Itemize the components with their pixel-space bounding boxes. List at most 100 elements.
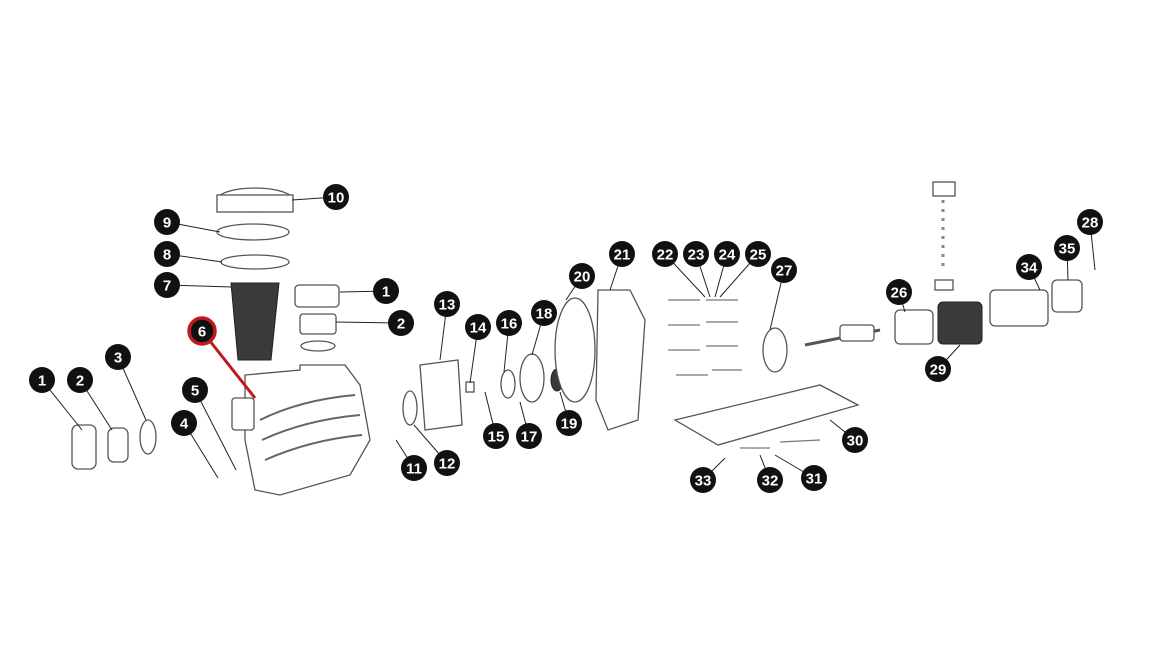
- callout-circle: [714, 241, 740, 267]
- seal-plate-o-ring: [554, 297, 596, 403]
- callout-number: 11: [406, 461, 422, 478]
- callout-8: 8: [154, 241, 180, 267]
- callout-19: 19: [556, 410, 582, 436]
- callout-number: 21: [614, 247, 631, 264]
- callout-16: 16: [496, 310, 522, 336]
- callout-number: 15: [488, 429, 505, 446]
- callout-1: 1: [373, 278, 399, 304]
- callout-number: 28: [1082, 215, 1099, 232]
- callout-2: 2: [388, 310, 414, 336]
- callout-10: 10: [323, 184, 349, 210]
- motor-flange: [762, 327, 788, 373]
- callout-circle: [925, 356, 951, 382]
- callout-number: 35: [1059, 241, 1076, 258]
- stator: [937, 301, 983, 345]
- callout-4: 4: [171, 410, 197, 436]
- callout-circle: [171, 410, 197, 436]
- callout-circle: [465, 314, 491, 340]
- lid-o-ring: [216, 223, 290, 241]
- inlet-port: [231, 397, 255, 431]
- callout-circle: [531, 300, 557, 326]
- callout-number: 5: [191, 383, 199, 400]
- callout-number: 29: [930, 362, 947, 379]
- callout-circle: [29, 367, 55, 393]
- callout-6-highlighted: 6: [187, 316, 217, 346]
- callout-11: 11: [401, 455, 427, 481]
- callout-number: 12: [439, 456, 456, 473]
- callout-circle: [434, 450, 460, 476]
- callout-number: 25: [750, 247, 767, 264]
- callout-number: 13: [439, 297, 456, 314]
- controller-base: [673, 384, 860, 446]
- callout-circle: [154, 241, 180, 267]
- terminal-box: [932, 181, 956, 197]
- callout-29: 29: [925, 356, 951, 382]
- callout-number: 34: [1021, 260, 1038, 277]
- fan-cover: [1051, 279, 1083, 313]
- callout-number: 7: [163, 278, 171, 295]
- callout-circle: [569, 263, 595, 289]
- callout-circle: [388, 310, 414, 336]
- callout-circle: [842, 427, 868, 453]
- callout-circle: [483, 423, 509, 449]
- callout-circle: [187, 316, 217, 346]
- callout-circle: [683, 241, 709, 267]
- callout-1: 1: [29, 367, 55, 393]
- callout-33: 33: [690, 467, 716, 493]
- front-housing: [894, 309, 934, 345]
- callout-20: 20: [569, 263, 595, 289]
- callout-31: 31: [801, 465, 827, 491]
- callout-number: 32: [762, 473, 779, 490]
- callout-number: 33: [695, 473, 712, 490]
- callout-number: 26: [891, 285, 908, 302]
- basket-seal: [220, 254, 290, 270]
- callout-35: 35: [1054, 235, 1080, 261]
- callout-circle: [67, 367, 93, 393]
- callout-circle: [690, 467, 716, 493]
- part-drawings: [71, 181, 1083, 496]
- callout-number: 1: [38, 373, 46, 390]
- union-tail-right: [299, 313, 337, 335]
- callout-number: 18: [536, 306, 553, 323]
- callout-13: 13: [434, 291, 460, 317]
- screws: [668, 299, 821, 449]
- callout-circle: [182, 377, 208, 403]
- lid-body: [216, 194, 294, 213]
- callout-number: 4: [180, 416, 189, 433]
- callout-number: 6: [198, 324, 206, 341]
- callout-2: 2: [67, 367, 93, 393]
- gasket-plate: [934, 279, 954, 291]
- callout-circle: [801, 465, 827, 491]
- rotor: [839, 324, 875, 342]
- callout-24: 24: [714, 241, 740, 267]
- leader-line-5: [194, 389, 237, 471]
- callout-21: 21: [609, 241, 635, 267]
- callout-27: 27: [771, 257, 797, 283]
- callout-number: 17: [521, 429, 538, 446]
- callout-18: 18: [531, 300, 557, 326]
- callout-circle: [771, 257, 797, 283]
- callout-number: 9: [163, 215, 171, 232]
- callout-number: 10: [328, 190, 345, 207]
- callout-14: 14: [465, 314, 491, 340]
- callout-circle: [886, 279, 912, 305]
- callout-number: 2: [397, 316, 405, 333]
- union-tail-left: [107, 427, 129, 463]
- callout-17: 17: [516, 423, 542, 449]
- callout-26: 26: [886, 279, 912, 305]
- callout-circle: [373, 278, 399, 304]
- pump-body: [244, 364, 371, 496]
- callout-circle: [1077, 209, 1103, 235]
- callout-number: 1: [382, 284, 390, 301]
- gasket: [402, 390, 418, 426]
- callout-number: 14: [470, 320, 487, 337]
- strainer-basket: [230, 282, 280, 361]
- impeller-screw: [465, 381, 475, 393]
- callout-number: 2: [76, 373, 84, 390]
- callout-number: 24: [719, 247, 736, 264]
- callout-circle: [154, 209, 180, 235]
- union-nut-right: [294, 284, 340, 308]
- callout-circle: [496, 310, 522, 336]
- callout-circle: [105, 344, 131, 370]
